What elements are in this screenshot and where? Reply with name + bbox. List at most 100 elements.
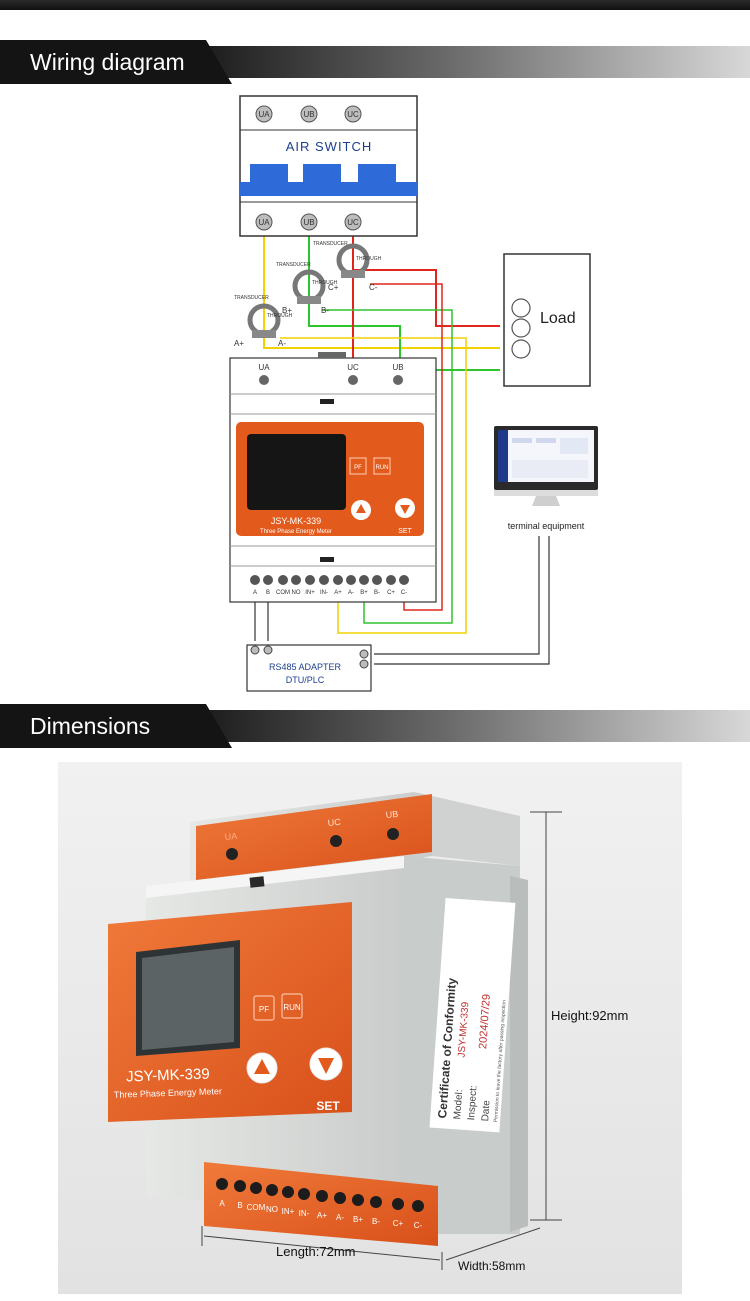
photo-set: SET [316, 1099, 340, 1113]
term-b-minus: B- [374, 590, 380, 596]
lead-c [370, 283, 443, 611]
cert-model-value: JSY-MK-339 [456, 1001, 471, 1058]
header-stripe [200, 710, 750, 742]
meter-side-ribs [510, 876, 528, 1232]
photo-term-b: B [237, 1201, 242, 1210]
meter-terminal-row: A B COM NO IN+ IN- A+ A- B+ B- C+ C- [250, 575, 409, 596]
breaker-bottom-uc: UC [347, 218, 359, 227]
term-a-plus: A+ [334, 590, 342, 596]
photo-subtitle: Three Phase Energy Meter [114, 1086, 222, 1100]
meter-subtitle: Three Phase Energy Meter [260, 529, 332, 535]
lead-b [322, 309, 453, 624]
adapter-link-2 [374, 536, 550, 665]
transducer-a-minus: A- [278, 339, 286, 348]
photo-model: JSY-MK-339 [126, 1066, 210, 1086]
adapter-line2: DTU/PLC [286, 675, 325, 685]
lead-a [280, 337, 467, 634]
transducer-b-minus: B- [321, 306, 329, 315]
transducer-b: TRANSDUCER THROUGH B+ B- [276, 262, 338, 315]
transducer-c-plus: C+ [328, 283, 339, 292]
transducer-c-tag: TRANSDUCER [313, 241, 348, 247]
photo-term-in-plus: IN+ [282, 1207, 295, 1216]
term-no: NO [292, 590, 301, 596]
transducer-c: TRANSDUCER THROUGH C+ C- [313, 241, 382, 292]
term-com: COM [276, 590, 290, 596]
load-label: Load [540, 310, 576, 327]
term-b-plus: B+ [360, 590, 368, 596]
meter-photo-panel: PF RUN SET JSY-MK-339 Three Phase Energy… [108, 902, 352, 1122]
term-c-minus: C- [401, 590, 407, 596]
transducer-a: TRANSDUCER THROUGH A+ A- [234, 295, 293, 348]
breaker-top-ua: UA [258, 110, 270, 119]
meter-uc: UC [347, 363, 359, 372]
back-label-uc: UC [327, 817, 341, 828]
back-label-ua: UA [224, 831, 237, 842]
certificate-sticker: Certificate of Conformity Model: JSY-MK-… [429, 898, 516, 1133]
photo-term-c-minus: C- [414, 1221, 423, 1230]
height-label: Height:92mm [551, 1008, 628, 1023]
meter-run: RUN [376, 465, 389, 471]
back-label-ub: UB [385, 809, 398, 820]
transducer-a-tag: TRANSDUCER [234, 295, 269, 301]
term-in-minus: IN- [320, 590, 328, 596]
wire-ub-green [308, 232, 500, 371]
section-header-wiring: Wiring diagram [0, 40, 750, 84]
photo-term-a-minus: A- [336, 1213, 344, 1222]
terminal-equipment-label: terminal equipment [508, 521, 585, 531]
transducer-a-plus: A+ [234, 339, 244, 348]
wire-uc-red [352, 232, 500, 327]
breaker-bottom-ub: UB [303, 218, 314, 227]
photo-term-b-minus: B- [372, 1217, 380, 1226]
photo-pf: PF [259, 1005, 269, 1014]
wire-ua-yellow [263, 232, 500, 349]
photo-term-a-plus: A+ [317, 1211, 327, 1220]
photo-run: RUN [283, 1003, 301, 1012]
section-title-wiring: Wiring diagram [0, 40, 232, 84]
top-bar [0, 0, 750, 10]
height-dimension [530, 811, 562, 1221]
length-dimension [201, 1226, 443, 1270]
width-label: Width:58mm [458, 1259, 525, 1273]
breaker-top-uc: UC [347, 110, 359, 119]
transducer-a-through: THROUGH [267, 313, 293, 319]
section-title-dimensions: Dimensions [0, 704, 232, 748]
wires [254, 232, 550, 665]
photo-terminal-strip: A B COM NO IN+ IN- A+ A- B+ B- C+ C- [204, 1162, 438, 1246]
meter-model: JSY-MK-339 [271, 516, 321, 526]
load-box: Load [503, 253, 591, 387]
photo-term-in-minus: IN- [299, 1209, 310, 1218]
terminal-equipment: terminal equipment [494, 426, 598, 531]
cert-inspect-label: Inspect: [466, 1085, 479, 1121]
term-a-minus: A- [348, 590, 354, 596]
transducer-b-plus: B+ [282, 306, 292, 315]
adapter-link-1 [374, 536, 540, 655]
cert-date-label: Date [480, 1099, 492, 1121]
section-header-dimensions: Dimensions [0, 704, 750, 748]
term-b: B [266, 590, 270, 596]
term-c-plus: C+ [387, 590, 395, 596]
transducer-c-through: THROUGH [356, 256, 382, 262]
air-switch-label: AIR SWITCH [286, 139, 373, 154]
breaker-bottom-ua: UA [258, 218, 270, 227]
length-label: Length:72mm [276, 1244, 356, 1259]
cert-model-label: Model: [452, 1089, 465, 1120]
term-a: A [253, 590, 257, 596]
term-in-plus: IN+ [305, 590, 315, 596]
photo-term-no: NO [266, 1205, 278, 1214]
wiring-diagram: UA UB UC AIR SWITCH UA UB UC TRANSDUCER … [229, 95, 598, 692]
rs485-adapter: RS485 ADAPTER DTU/PLC [246, 644, 372, 692]
transducer-b-tag: TRANSDUCER [276, 262, 311, 268]
header-stripe [200, 46, 750, 78]
photo-term-a: A [219, 1199, 225, 1208]
meter-diagram: UA UC UB PF RUN SET JSY-MK-339 Three Pha… [229, 352, 437, 603]
transducer-c-minus: C- [369, 283, 378, 292]
meter-ua: UA [258, 363, 270, 372]
adapter-line1: RS485 ADAPTER [269, 662, 342, 672]
cert-date-value: 2024/07/29 [477, 994, 493, 1050]
transducer-b-through: THROUGH [312, 280, 338, 286]
meter-back-block: UA UC UB [190, 792, 520, 896]
photo-term-com: COM [247, 1203, 266, 1212]
photo-term-b-plus: B+ [353, 1215, 363, 1224]
meter-pf: PF [354, 465, 362, 471]
photo-term-c-plus: C+ [393, 1219, 404, 1228]
